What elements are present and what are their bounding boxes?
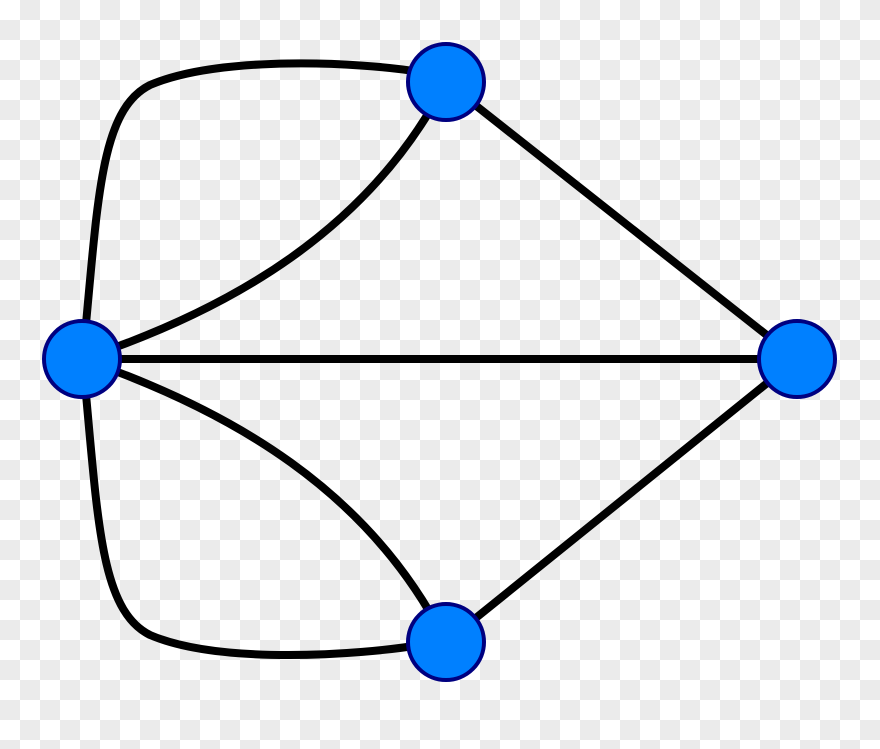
node-left: [42, 319, 122, 399]
edge-left-bottom-inner: [78, 355, 450, 646]
node-bottom: [406, 602, 486, 682]
edge-left-top-outer: [80, 59, 424, 349]
node-top: [406, 42, 486, 122]
edge-left-bottom-outer: [80, 369, 424, 659]
edge-bottom-right: [442, 355, 801, 646]
edge-top-right: [442, 78, 801, 363]
edge-left-top-inner: [78, 78, 450, 363]
node-right: [757, 319, 837, 399]
